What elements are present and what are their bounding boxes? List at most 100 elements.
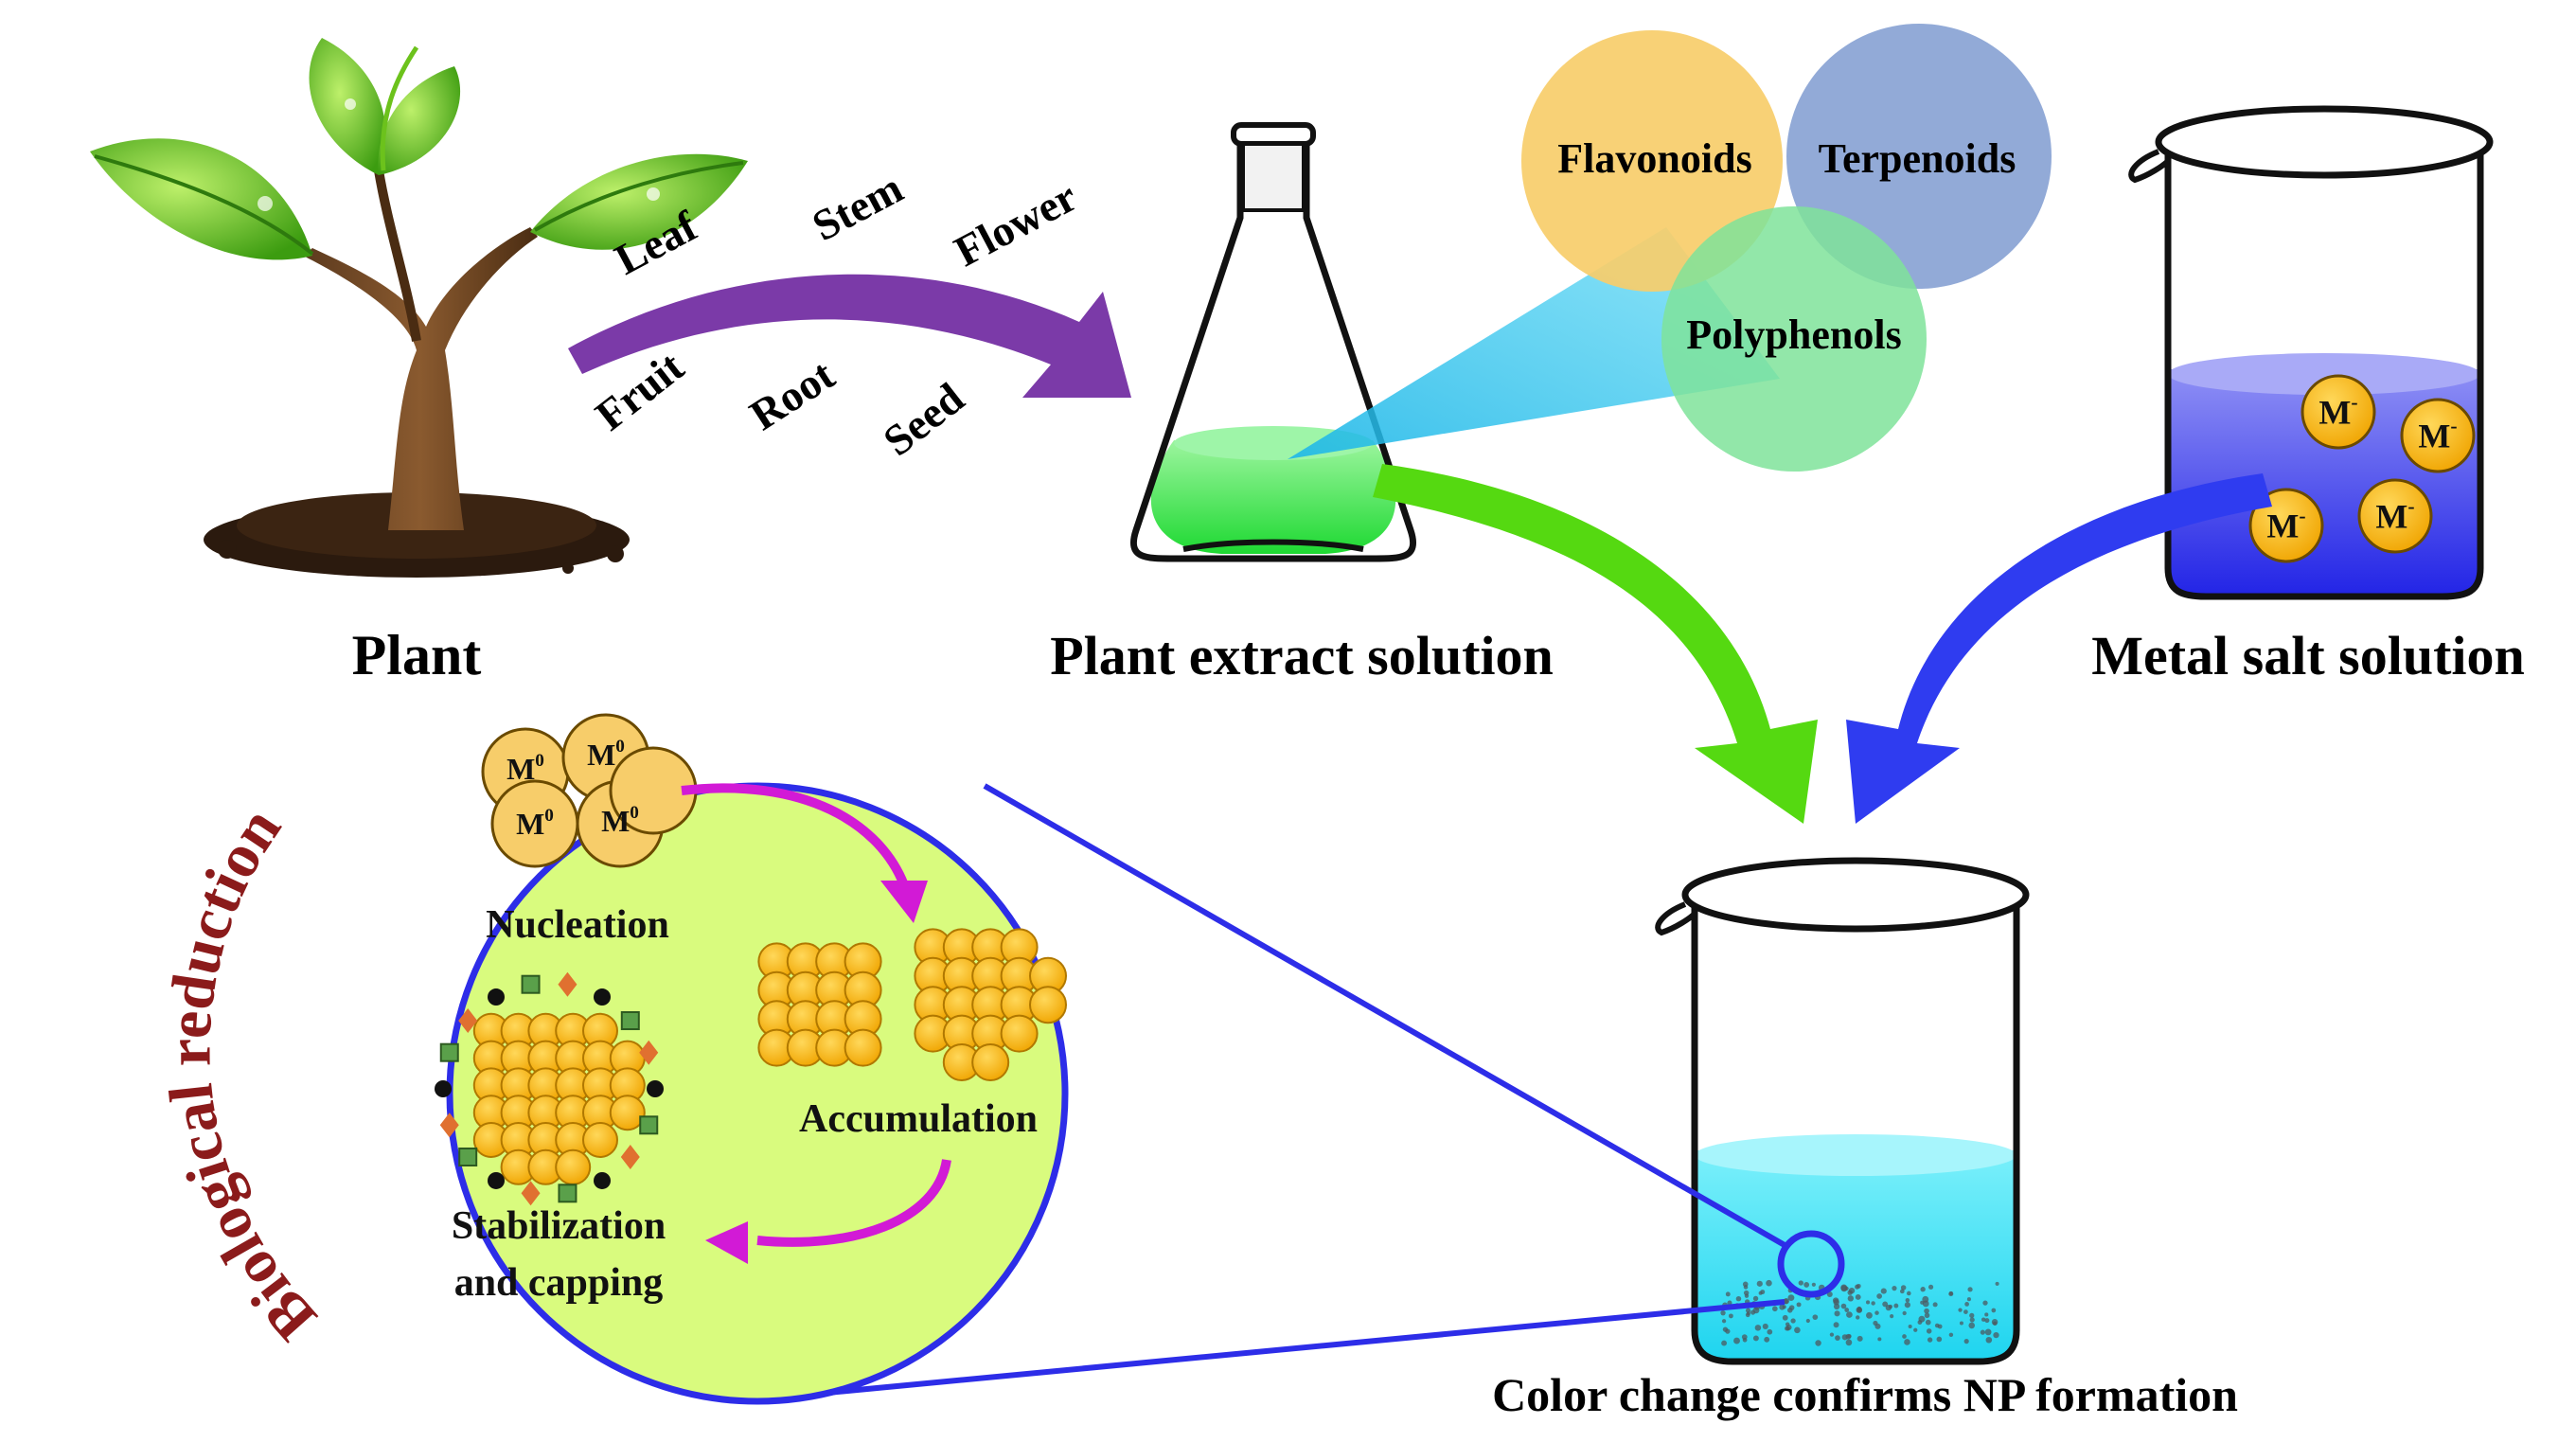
np-dot <box>1985 1336 1993 1344</box>
np-dot <box>1744 1293 1750 1298</box>
np-dot <box>1967 1287 1973 1292</box>
np-dot <box>1833 1322 1839 1328</box>
np-dot <box>1984 1328 1992 1336</box>
np-dot <box>1835 1335 1840 1341</box>
np-dot <box>1847 1334 1852 1339</box>
np-dot <box>1847 1295 1854 1302</box>
np-dot <box>1968 1322 1976 1329</box>
np-dot <box>1788 1305 1795 1310</box>
np-dot <box>1743 1285 1749 1290</box>
np-dot <box>1815 1340 1821 1346</box>
salt-to-product-arrow <box>1846 473 2272 824</box>
capping-square <box>521 974 541 994</box>
np-dot <box>1913 1327 1918 1332</box>
np-dot <box>1790 1318 1796 1324</box>
capping-square <box>458 1147 478 1166</box>
capping-diamond <box>439 1113 459 1138</box>
np-dot <box>1924 1312 1930 1319</box>
np-dot <box>1834 1310 1840 1317</box>
capped-core <box>472 1012 646 1185</box>
particle <box>555 1148 592 1185</box>
capping-dot <box>594 988 611 1006</box>
np-dot <box>1728 1313 1733 1319</box>
compound-flavonoids: Flavonoids <box>1557 135 1751 182</box>
capping-square <box>620 1011 640 1031</box>
metal-ion-label-4: M- <box>2375 494 2414 535</box>
np-dot <box>1796 1302 1802 1308</box>
np-dot <box>1855 1294 1861 1300</box>
np-dot <box>1908 1324 1912 1328</box>
product-beaker <box>1655 857 2030 1365</box>
np-dot <box>1958 1308 1963 1312</box>
np-dot <box>1812 1314 1819 1321</box>
np-dot <box>1725 1291 1731 1297</box>
np-dot <box>1856 1315 1860 1320</box>
np-dot <box>1782 1305 1786 1309</box>
capping-square <box>439 1042 459 1062</box>
extract-flask <box>1129 122 1417 562</box>
plant-part-root: Root <box>741 350 844 440</box>
np-dot <box>1932 1302 1938 1308</box>
np-dot <box>1752 1335 1759 1342</box>
np-dot <box>1995 1281 1999 1286</box>
np-dot <box>1742 1337 1748 1343</box>
accumulation-cluster-2 <box>914 928 1067 1081</box>
np-dot <box>1762 1323 1768 1330</box>
np-dot <box>1782 1314 1788 1321</box>
np-dot <box>1984 1318 1990 1324</box>
np-dot <box>1982 1300 1988 1306</box>
np-dot <box>1928 1284 1934 1290</box>
np-dot <box>1924 1308 1929 1314</box>
np-dot <box>1899 1289 1905 1294</box>
np-dot <box>1902 1334 1907 1339</box>
metal-ion-1 <box>2301 374 2376 450</box>
np-dot <box>1787 1294 1795 1302</box>
np-dot <box>1833 1303 1840 1310</box>
capping-dot <box>488 988 505 1006</box>
np-dot <box>1902 1310 1907 1316</box>
np-dot <box>1991 1308 1997 1313</box>
np-dot <box>1764 1336 1770 1343</box>
metal-ion-3 <box>2248 488 2324 563</box>
np-dot <box>1840 1303 1847 1309</box>
capping-square <box>558 1184 577 1203</box>
accumulation-clusters <box>757 928 1067 1081</box>
np-dot <box>1888 1304 1893 1309</box>
np-dot <box>1880 1288 1887 1294</box>
zoom-line-top <box>983 783 1786 1248</box>
np-dot <box>1882 1301 1889 1308</box>
np-dot <box>1993 1321 1998 1326</box>
np-dot <box>1969 1312 1975 1318</box>
particle <box>844 1028 882 1067</box>
metal-ions: M-M-M-M- <box>2248 374 2476 563</box>
np-dot <box>1993 1332 1999 1339</box>
extract-to-product-arrow <box>1373 464 1818 824</box>
zoom-origin-circle <box>1777 1230 1845 1298</box>
np-dot <box>1844 1308 1850 1312</box>
np-dot <box>1727 1300 1732 1306</box>
np-dot <box>1794 1326 1801 1334</box>
capping-square <box>639 1115 659 1135</box>
np-dot <box>1981 1317 1986 1322</box>
np-dot <box>1754 1325 1762 1331</box>
np-dot <box>1855 1284 1860 1290</box>
np-dot <box>1900 1285 1907 1291</box>
step-stabilization: Stabilization <box>452 1204 666 1248</box>
capping-diamond <box>521 1181 541 1206</box>
flavonoids-circle <box>1521 30 1783 292</box>
np-dot <box>1904 1339 1910 1345</box>
arrow-head-1 <box>880 881 928 923</box>
np-dot <box>1840 1284 1848 1291</box>
np-dot <box>1963 1309 1968 1314</box>
zoom-line-bottom <box>756 1299 1785 1402</box>
np-dot <box>1890 1314 1894 1319</box>
m0-label-3: M0 <box>516 806 554 841</box>
np-dot <box>1948 1291 1954 1297</box>
np-dot <box>1833 1299 1839 1306</box>
np-dot <box>1920 1287 1926 1292</box>
arrow-nucleation-to-accumulation <box>681 783 909 887</box>
particle <box>1000 1014 1039 1053</box>
extract-label: Plant extract solution <box>1050 625 1554 686</box>
metal-ion-label-3: M- <box>2266 504 2305 544</box>
